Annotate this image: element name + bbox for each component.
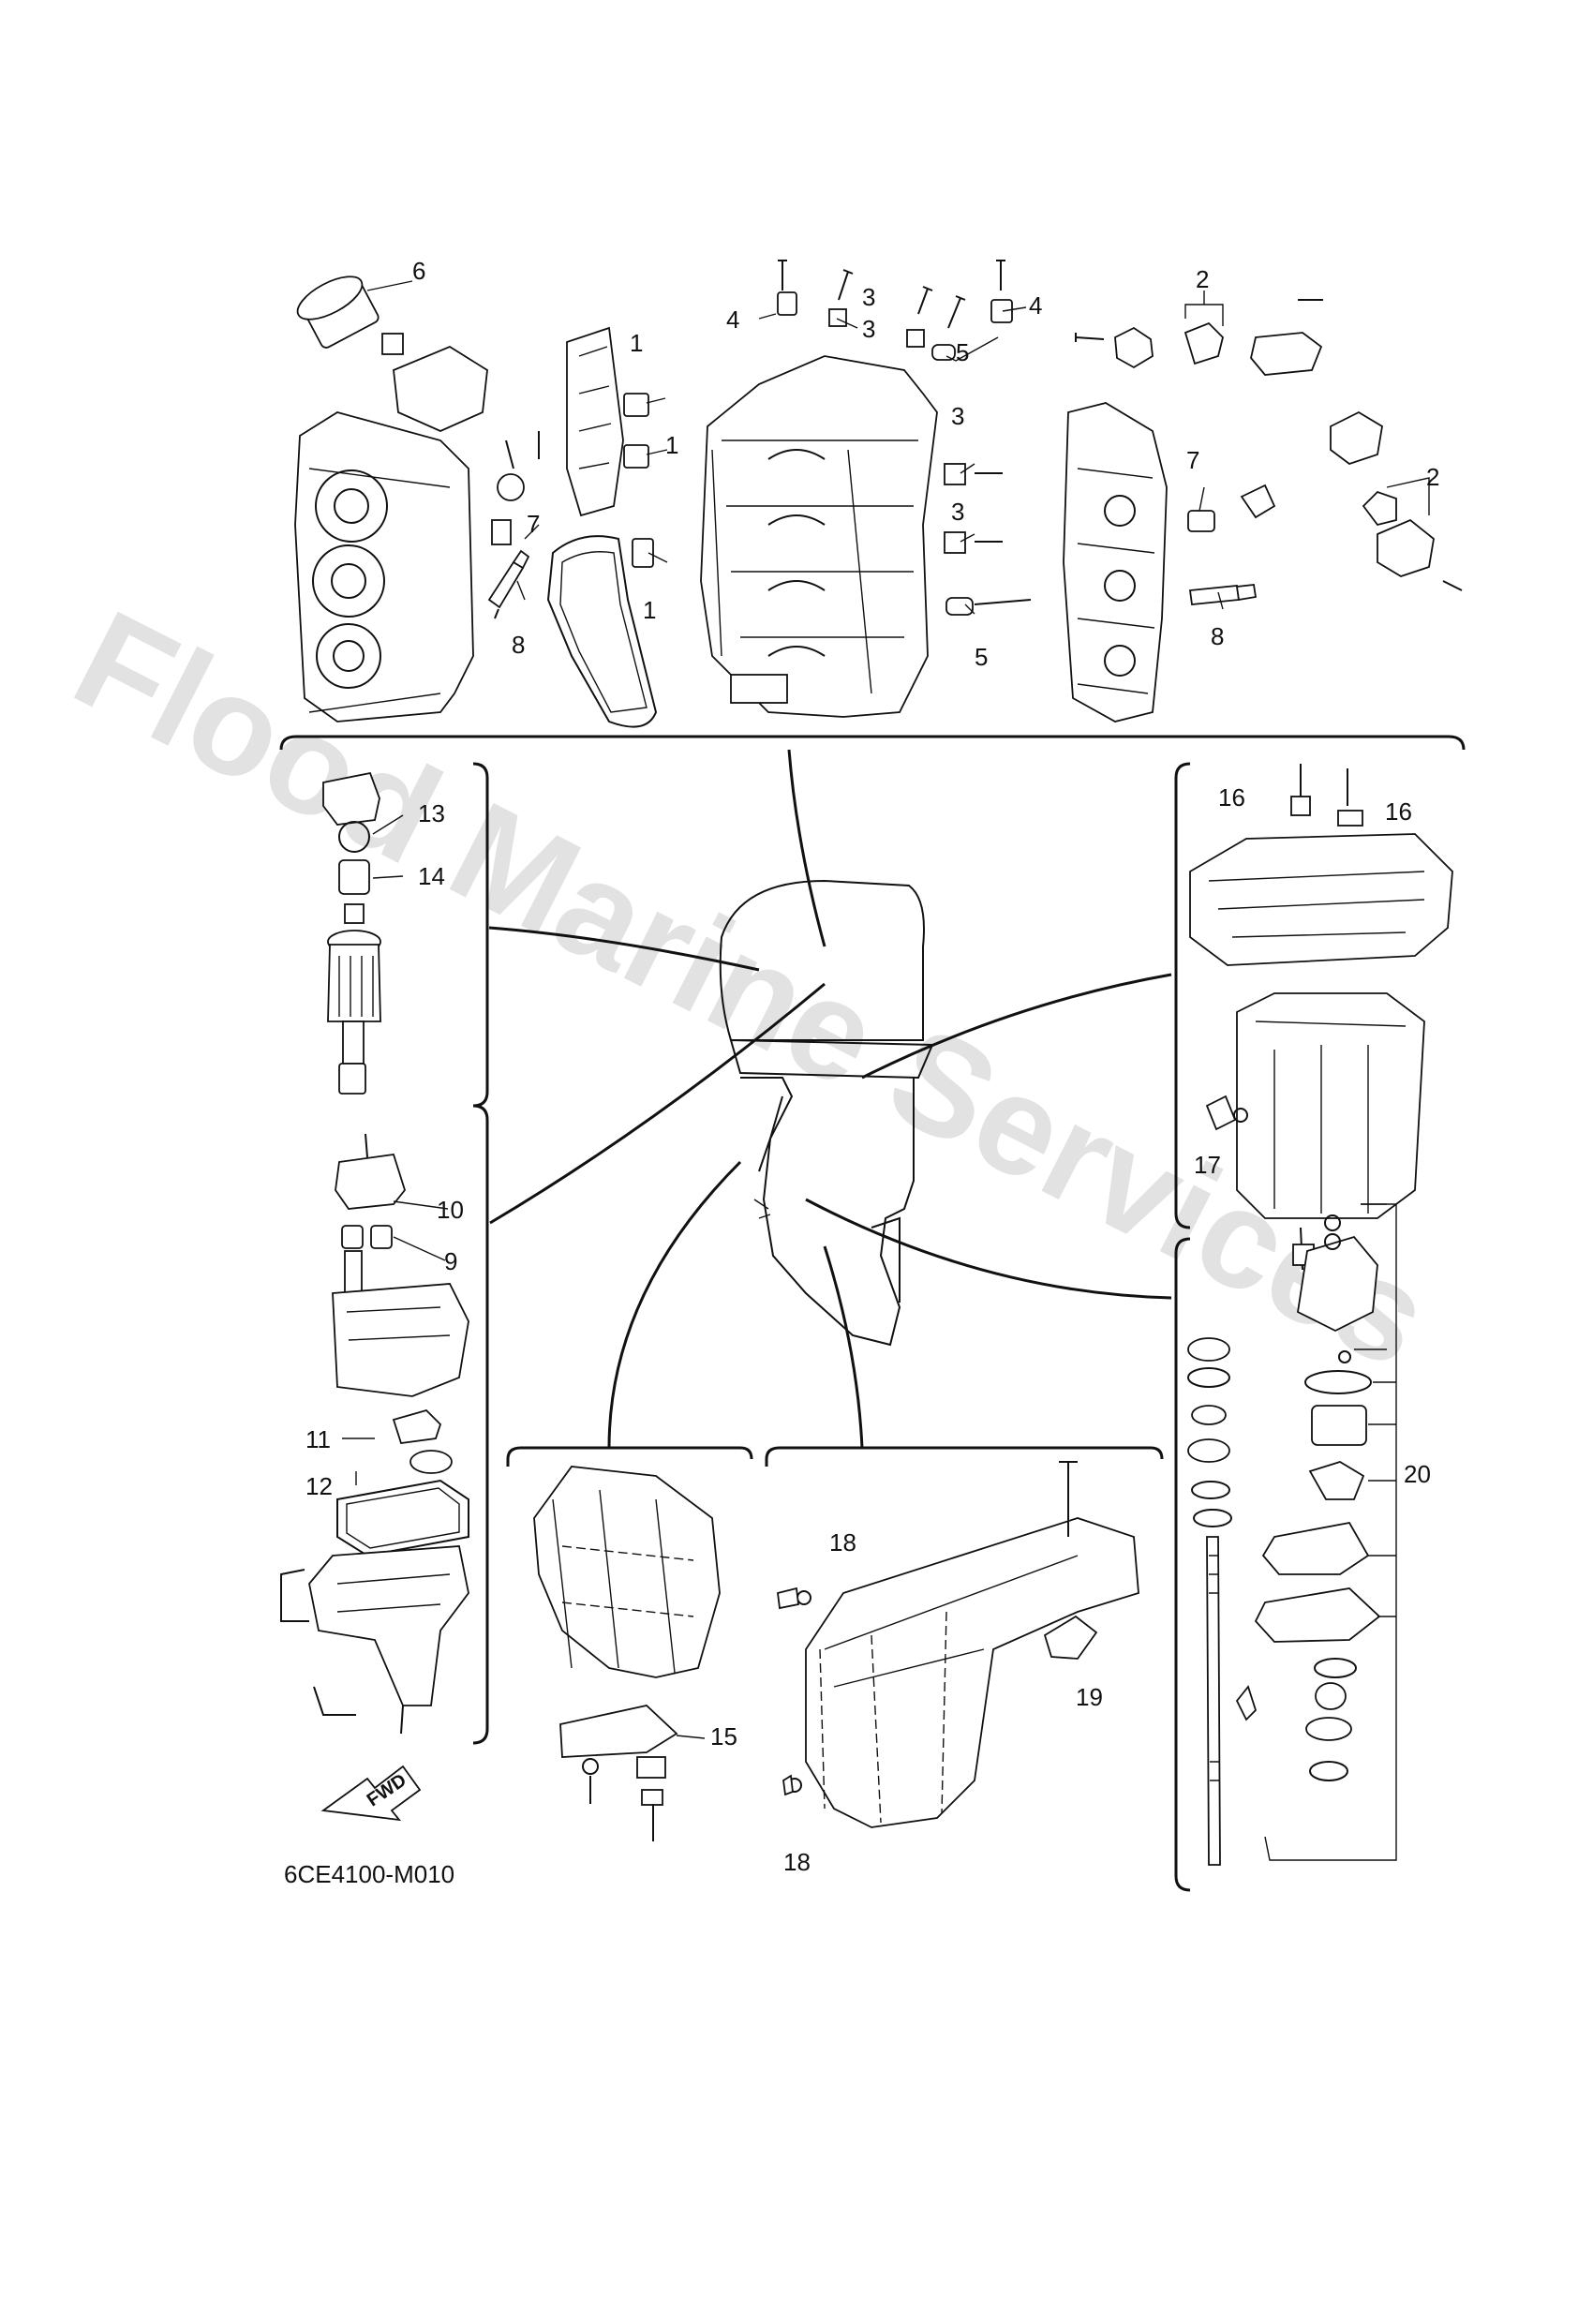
callout-8: 8 (512, 631, 525, 659)
callout-20: 20 (1404, 1460, 1431, 1488)
water-pump-group (1187, 1203, 1397, 1866)
brace-right-lower (1174, 1237, 1191, 1892)
callout-3: 3 (862, 283, 875, 311)
callout-3: 3 (862, 315, 875, 343)
callout-1: 1 (630, 329, 643, 357)
callout-15: 15 (710, 1722, 737, 1750)
fuel-filter-group (322, 771, 404, 1095)
callout-6: 6 (412, 257, 425, 285)
cylinder-block (700, 355, 938, 718)
callout-2: 2 (1426, 463, 1439, 491)
callout-19: 19 (1076, 1683, 1103, 1711)
upper-casing-group (533, 1466, 721, 1841)
callout-5: 5 (956, 338, 969, 366)
cylinder-head-right (1063, 402, 1168, 723)
brace-bottom-left (506, 1446, 753, 1467)
brace-left-upper (472, 762, 489, 1108)
brace-left-lower (472, 1104, 489, 1745)
callout-11: 11 (305, 1425, 331, 1453)
callout-16: 16 (1218, 783, 1245, 812)
callout-5: 5 (975, 643, 988, 671)
bolts-top (778, 260, 1463, 591)
brace-right-upper (1174, 762, 1191, 1229)
callout-7: 7 (1186, 446, 1199, 474)
lower-casing-group (777, 1461, 1139, 1828)
oil-filter (296, 276, 404, 355)
callout-18: 18 (783, 1848, 811, 1876)
callout-3: 3 (951, 498, 964, 526)
callout-10: 10 (437, 1196, 464, 1224)
callout-1: 1 (665, 431, 678, 459)
callout-4: 4 (726, 305, 739, 334)
callout-7: 7 (527, 510, 540, 538)
fwd-arrow: FWD (320, 1765, 422, 1822)
oil-pan-group (1189, 764, 1453, 1219)
callout-16: 16 (1385, 797, 1412, 826)
callout-labels: 6 2 4 3 3 4 1 5 1 3 7 3 7 2 1 8 5 8 13 1… (305, 257, 1439, 1876)
callout-13: 13 (418, 799, 445, 827)
callout-14: 14 (418, 862, 445, 890)
callout-2: 2 (1196, 265, 1209, 293)
outboard-silhouette (488, 749, 1172, 1449)
callout-12: 12 (305, 1472, 333, 1500)
fuel-pump-group (280, 1133, 469, 1735)
spark-plug-left (487, 549, 530, 619)
callout-9: 9 (444, 1247, 457, 1275)
callout-4: 4 (1029, 291, 1042, 320)
powerhead-section (279, 260, 1466, 751)
brace-bottom-center (765, 1446, 1164, 1467)
cylinder-head-left (294, 411, 474, 723)
callout-1: 1 (643, 596, 656, 624)
callout-8: 8 (1211, 622, 1224, 650)
callout-17: 17 (1194, 1151, 1221, 1179)
callout-3: 3 (951, 402, 964, 430)
drawing-code: 6CE4100-M010 (284, 1860, 454, 1888)
callout-18: 18 (829, 1528, 856, 1557)
